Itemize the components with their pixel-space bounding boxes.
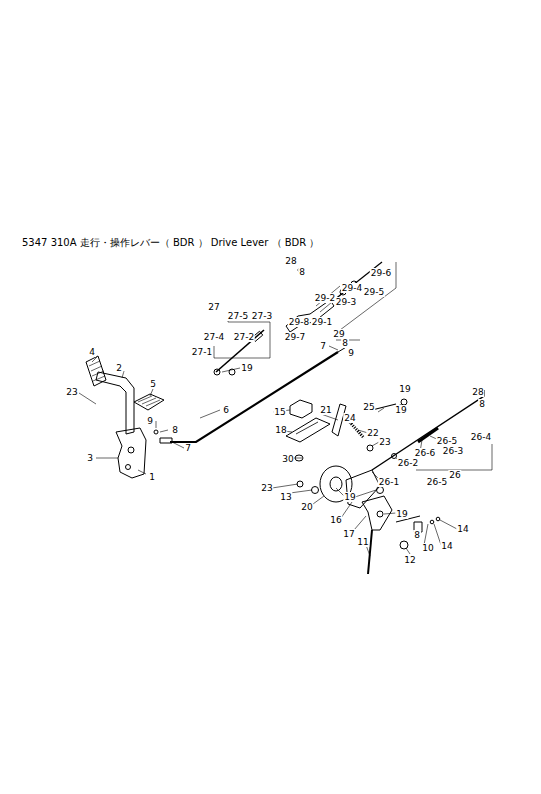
- callout-number: 29-2: [314, 293, 336, 303]
- disc-hub: [330, 477, 342, 491]
- callout-number: 3: [86, 453, 94, 463]
- callout-number: 1: [148, 472, 156, 482]
- callout-number: 27: [207, 302, 220, 312]
- ring: [295, 455, 303, 461]
- callout-number: 19: [343, 492, 356, 502]
- plate: [346, 470, 380, 508]
- washer: [377, 487, 384, 494]
- turnbuckle-body: [286, 300, 334, 332]
- callout-number: 27-1: [191, 347, 213, 357]
- callout-number: 30: [281, 454, 294, 464]
- washer: [312, 487, 319, 494]
- spring-nut: [400, 541, 408, 549]
- callout-number: 29-5: [363, 287, 385, 297]
- callout-number: 12: [403, 555, 416, 565]
- callout-number: 10: [421, 543, 434, 553]
- callout-number: 14: [456, 524, 469, 534]
- callout-number: 26-2: [397, 458, 419, 468]
- callout-number: 19: [394, 405, 407, 415]
- callout-number: 26-3: [442, 446, 464, 456]
- nut: [392, 454, 397, 459]
- callout-number: 4: [88, 347, 96, 357]
- callout-number: 21: [319, 405, 332, 415]
- callout-number: 26-4: [470, 432, 492, 442]
- callout-number: 27-2: [233, 332, 255, 342]
- callout-number: 26-5: [436, 436, 458, 446]
- callout-number: 29-7: [284, 332, 306, 342]
- callout-number: 26: [448, 470, 461, 480]
- callout-number: 23: [378, 437, 391, 447]
- callout-number: 6: [222, 405, 230, 415]
- callout-number: 8: [171, 425, 179, 435]
- callout-number: 9: [146, 416, 154, 426]
- callout-number: 11: [356, 537, 369, 547]
- callout-number: 26-1: [378, 477, 400, 487]
- callout-number: 29-6: [370, 268, 392, 278]
- callout-number: 27-4: [203, 332, 225, 342]
- callout-number: 26-5: [426, 477, 448, 487]
- pin: [154, 430, 158, 434]
- callout-number: 19: [240, 363, 253, 373]
- callout-number: 14: [440, 541, 453, 551]
- callout-number: 9: [347, 348, 355, 358]
- link-eye: [214, 369, 220, 375]
- callout-number: 23: [260, 483, 273, 493]
- callout-number: 24: [343, 413, 356, 423]
- bellcrank: [362, 496, 392, 530]
- pin: [436, 517, 440, 521]
- callout-number: 17: [342, 529, 355, 539]
- bolt: [126, 465, 131, 470]
- pivot: [128, 447, 134, 453]
- callout-number: 25: [362, 402, 375, 412]
- callout-number: 18: [274, 425, 287, 435]
- callout-number: 27-3: [251, 311, 273, 321]
- callout-number: 23: [65, 387, 78, 397]
- callout-number: 28: [284, 256, 297, 266]
- slot: [296, 422, 318, 434]
- callout-number: 8: [413, 530, 421, 540]
- callout-number: 29-3: [335, 297, 357, 307]
- slotted-plate: [286, 418, 330, 442]
- rod: [170, 352, 338, 442]
- block: [290, 400, 312, 418]
- callout-number: 8: [298, 267, 306, 277]
- callout-number: 16: [329, 515, 342, 525]
- lever-arm: [96, 372, 134, 434]
- callout-number: 7: [184, 443, 192, 453]
- pin: [430, 520, 434, 524]
- callout-number: 15: [273, 407, 286, 417]
- diagram-title: 5347 310A 走行・操作レバー（ BDR ） Drive Lever （ …: [22, 236, 319, 250]
- grip-ribs: [89, 361, 105, 381]
- callout-number: 20: [300, 502, 313, 512]
- callout-number: 13: [279, 492, 292, 502]
- callout-number: 2: [115, 363, 123, 373]
- callout-number: 29-8: [288, 317, 310, 327]
- rod: [372, 390, 484, 470]
- grip: [86, 356, 106, 386]
- callout-number: 8: [478, 399, 486, 409]
- pedal-ribs: [138, 396, 160, 406]
- callout-number: 29-1: [311, 317, 333, 327]
- callout-number: 5: [149, 379, 157, 389]
- callout-number: 8: [341, 338, 349, 348]
- callout-number: 19: [395, 509, 408, 519]
- callout-number: 26-6: [414, 448, 436, 458]
- pedal: [134, 394, 164, 410]
- callout-number: 28: [471, 387, 484, 397]
- lever-bracket: [116, 428, 146, 478]
- callout-number: 7: [319, 341, 327, 351]
- callout-number: 19: [398, 384, 411, 394]
- callout-number: 27-5: [227, 311, 249, 321]
- callout-number: 29-4: [341, 283, 363, 293]
- washer: [377, 511, 383, 517]
- leader-lines: [79, 320, 480, 556]
